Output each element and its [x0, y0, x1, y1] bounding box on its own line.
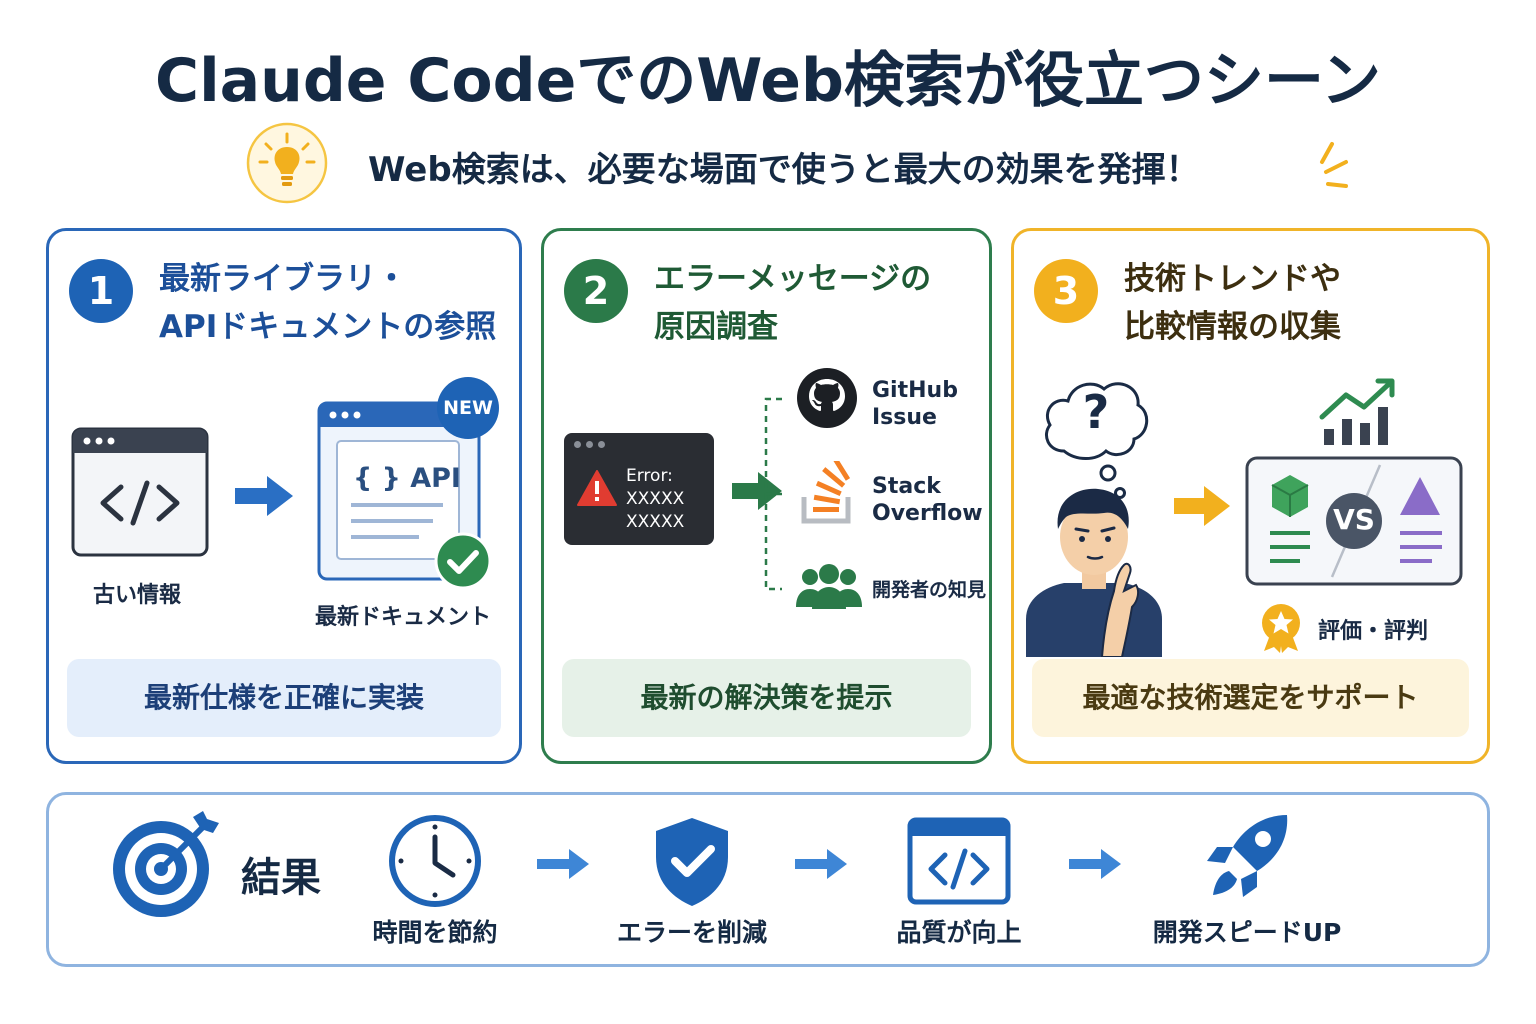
- check-circle-icon: [434, 532, 492, 590]
- arrow-right-icon: [1174, 486, 1230, 526]
- subtitle-row: Web検索は、必要な場面で使うと最大の効果を発揮！: [0, 122, 1536, 206]
- question-mark: ?: [1082, 385, 1110, 439]
- trend-chart-icon: [1319, 378, 1395, 445]
- result-panel: 結果 時間を節約 エラーを削減 品質が向上 開発スピードUP: [46, 792, 1490, 967]
- result-label: 結果: [241, 855, 321, 901]
- card-footer: 最新仕様を正確に実装: [67, 659, 501, 737]
- vs-label: VS: [1333, 503, 1375, 536]
- old-info-label: 古い情報: [93, 583, 182, 608]
- stackoverflow-icon: [801, 461, 851, 524]
- stackoverflow-label: Stack Overflow: [872, 474, 983, 526]
- card-tech-trends: 3 技術トレンドや 比較情報の収集 ?: [1011, 228, 1490, 764]
- github-issue-label: GitHub Issue: [872, 378, 958, 430]
- arrow-right-icon: [537, 849, 589, 879]
- warning-icon: [577, 470, 617, 506]
- error-text: Error: XXXXX XXXXX: [626, 466, 685, 532]
- error-terminal: Error: XXXXX XXXXX: [564, 433, 714, 545]
- api-text: { } API: [353, 463, 461, 494]
- arrow-right-icon: [1069, 849, 1121, 879]
- developers-icon: [796, 564, 862, 609]
- subtitle: Web検索は、必要な場面で使うと最大の効果を発揮！: [368, 150, 1200, 190]
- old-code-window-icon: [71, 427, 209, 557]
- github-icon: [797, 368, 857, 428]
- result-item-label: 品質が向上: [896, 918, 1022, 947]
- card-error-investigation: 2 エラーメッセージの 原因調査 Error: XXXXX XXXXX GitH…: [541, 228, 992, 764]
- card-number: 2: [564, 259, 628, 323]
- arrow-right-icon: [732, 472, 782, 510]
- card-title: 技術トレンドや 比較情報の収集: [1124, 261, 1341, 345]
- result-item-label: 開発スピードUP: [1152, 918, 1342, 947]
- thinking-person-icon: [1026, 488, 1162, 657]
- dev-insight-label: 開発者の知見: [872, 579, 987, 601]
- spark-icon: [1320, 142, 1348, 188]
- new-doc-label: 最新ドキュメント: [315, 605, 492, 630]
- card-title: 最新ライブラリ・ APIドキュメントの参照: [159, 261, 497, 345]
- card-footer: 最新の解決策を提示: [562, 659, 971, 737]
- new-doc-window-icon: [317, 401, 481, 581]
- card-footer: 最適な技術選定をサポート: [1032, 659, 1469, 737]
- card-number: 3: [1034, 259, 1098, 323]
- thought-bubble-icon: [1045, 382, 1149, 499]
- card-title: エラーメッセージの 原因調査: [654, 261, 932, 345]
- review-label: 評価・評判: [1318, 619, 1429, 644]
- comparison-panel: [1245, 456, 1463, 586]
- card-number: 1: [69, 259, 133, 323]
- result-item-label: エラーを削減: [616, 918, 767, 947]
- arrow-right-icon: [235, 476, 293, 516]
- result-item-label: 時間を節約: [372, 918, 498, 947]
- page-title: Claude CodeでのWeb検索が役立つシーン: [155, 46, 1381, 116]
- rocket-icon: [1207, 815, 1288, 897]
- shield-check-icon: [656, 818, 728, 906]
- clock-icon: [389, 815, 481, 907]
- lightbulb-icon: [246, 122, 328, 204]
- target-icon: [113, 811, 219, 917]
- code-window-icon: [907, 817, 1011, 905]
- branch-connector: [764, 397, 782, 591]
- new-badge: NEW: [437, 377, 499, 439]
- arrow-right-icon: [795, 849, 847, 879]
- card-library-docs: 1 最新ライブラリ・ APIドキュメントの参照 古い情報 { } API NEW…: [46, 228, 522, 764]
- award-badge-icon: [1262, 604, 1300, 653]
